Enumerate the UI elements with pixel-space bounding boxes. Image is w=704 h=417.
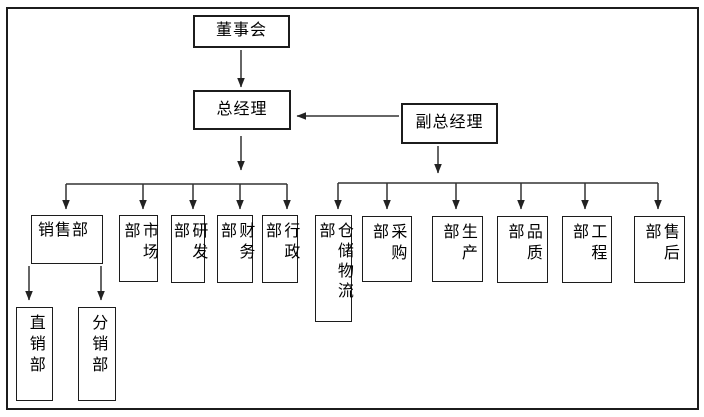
org-node-warehouse-logistics-dept: 仓储物流部 (315, 215, 352, 322)
org-node-finance-dept: 财务部 (217, 215, 253, 283)
org-node-production-dept: 生产部 (432, 216, 483, 282)
org-node-rnd-dept: 研发部 (171, 215, 207, 283)
org-node-distribution-dept-label: 分销部 (89, 314, 107, 377)
org-node-sales-dept: 销售部 (31, 215, 103, 264)
org-node-deputy-general-manager-label: 副总经理 (415, 114, 484, 132)
org-node-direct-sales-dept-label: 直销部 (26, 314, 44, 377)
org-node-board-label: 董事会 (215, 22, 267, 40)
org-node-general-manager: 总经理 (193, 90, 291, 130)
org-node-purchasing-dept: 采购部 (362, 216, 412, 282)
org-node-rnd-dept-label: 研发部 (171, 222, 207, 264)
org-node-distribution-dept: 分销部 (78, 307, 116, 401)
org-node-sales-dept-label: 销售部 (38, 222, 90, 239)
org-node-marketing-dept-label: 市场部 (121, 222, 157, 264)
org-node-production-dept-label: 生产部 (440, 223, 476, 265)
org-node-quality-dept: 品质部 (497, 216, 548, 283)
org-node-finance-dept-label: 财务部 (218, 222, 254, 264)
org-node-admin-dept: 行政部 (262, 215, 298, 283)
org-node-purchasing-dept-label: 采购部 (370, 223, 406, 265)
org-node-after-sales-dept-label: 售后部 (642, 223, 678, 265)
org-node-marketing-dept: 市场部 (119, 215, 158, 282)
org-node-board: 董事会 (193, 15, 290, 48)
org-node-admin-dept-label: 行政部 (263, 222, 299, 264)
org-node-warehouse-logistics-dept-label: 仓储物流部 (316, 222, 352, 302)
chart-outer-border (6, 7, 699, 410)
org-node-general-manager-label: 总经理 (216, 100, 268, 118)
org-node-direct-sales-dept: 直销部 (16, 307, 53, 401)
org-node-quality-dept-label: 品质部 (505, 223, 541, 265)
org-node-after-sales-dept: 售后部 (634, 216, 685, 283)
org-node-engineering-dept-label: 工程部 (570, 223, 606, 265)
org-node-deputy-general-manager: 副总经理 (401, 103, 498, 144)
org-node-engineering-dept: 工程部 (562, 216, 612, 283)
